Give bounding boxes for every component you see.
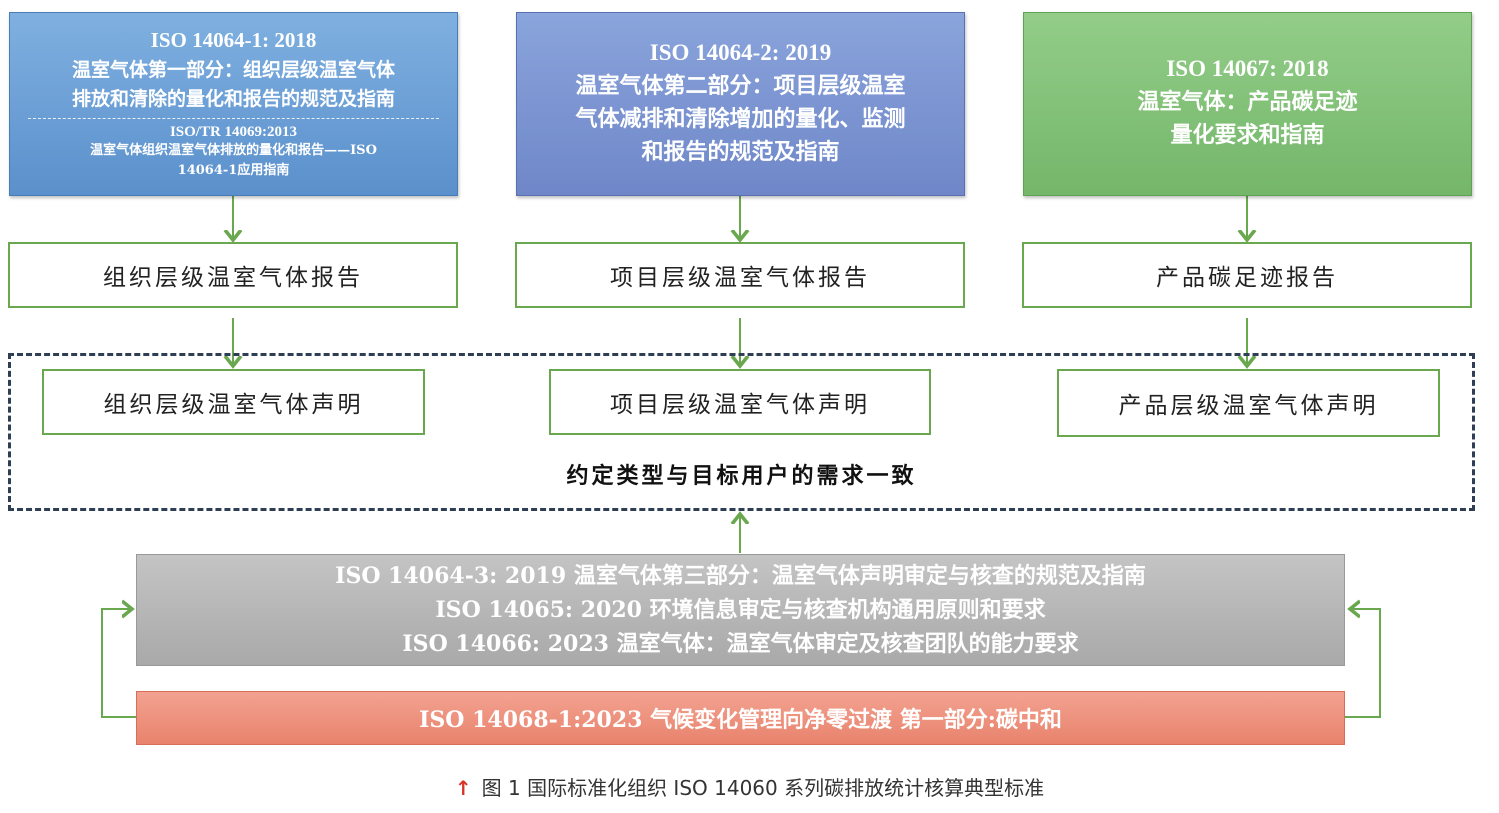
statement-label: 项目层级温室气体声明 xyxy=(610,392,870,418)
report-label: 产品碳足迹报告 xyxy=(1156,265,1338,291)
standard-title-line: 气体减排和清除增加的量化、监测 xyxy=(575,105,906,132)
consensus-label: 约定类型与目标用户的需求一致 xyxy=(566,463,917,489)
verification-line: ISO 14066: 2023 温室气体：温室气体审定及核查团队的能力要求 xyxy=(402,631,1079,657)
statement-box-organization: 组织层级温室气体声明 xyxy=(42,369,425,435)
standard-code: ISO 14064-1: 2018 xyxy=(150,27,317,52)
statement-label: 组织层级温室气体声明 xyxy=(103,392,364,418)
standard-box-iso-14064-1: ISO 14064-1: 2018 温室气体第一部分：组织层级温室气体 排放和清… xyxy=(9,12,458,196)
verification-line: ISO 14065: 2020 环境信息审定与核查机构通用原则和要求 xyxy=(435,597,1046,623)
standard-box-iso-14064-2: ISO 14064-2: 2019 温室气体第二部分：项目层级温室 气体减排和清… xyxy=(516,12,965,196)
sub-standard-code: ISO/TR 14069:2013 xyxy=(169,123,298,140)
divider xyxy=(27,117,440,119)
standard-title-line: 排放和清除的量化和报告的规范及指南 xyxy=(71,87,395,110)
report-box-product: 产品碳足迹报告 xyxy=(1022,242,1472,308)
standard-box-iso-14067: ISO 14067: 2018 温室气体：产品碳足迹 量化要求和指南 xyxy=(1023,12,1472,196)
standard-code: ISO 14067: 2018 xyxy=(1166,56,1329,81)
consensus-region xyxy=(8,353,1475,511)
standard-code: ISO 14064-2: 2019 xyxy=(649,39,832,65)
standard-title-line: 和报告的规范及指南 xyxy=(641,138,840,165)
sub-standard-line: 14064-1应用指南 xyxy=(177,162,290,178)
figure-caption: ↑ 图 1 国际标准化组织 ISO 14060 系列碳排放统计核算典型标准 xyxy=(0,772,1499,801)
report-box-organization: 组织层级温室气体报告 xyxy=(8,242,458,308)
net-zero-standard-box: ISO 14068-1:2023 气候变化管理向净零过渡 第一部分:碳中和 xyxy=(136,691,1345,745)
net-zero-label: ISO 14068-1:2023 气候变化管理向净零过渡 第一部分:碳中和 xyxy=(419,707,1062,733)
report-label: 组织层级温室气体报告 xyxy=(103,265,363,291)
standard-title-line: 温室气体第一部分：组织层级温室气体 xyxy=(71,58,395,81)
report-label: 项目层级温室气体报告 xyxy=(610,265,870,291)
standard-title-line: 量化要求和指南 xyxy=(1170,122,1325,148)
verification-standards-box: ISO 14064-3: 2019 温室气体第三部分：温室气体声明审定与核查的规… xyxy=(136,554,1345,666)
arrow-loop-right xyxy=(1345,609,1381,718)
statement-label: 产品层级温室气体声明 xyxy=(1118,393,1379,419)
sub-standard-line: 温室气体组织温室气体排放的量化和报告——ISO xyxy=(90,142,377,158)
standard-title-line: 温室气体第二部分：项目层级温室 xyxy=(575,72,906,99)
report-box-project: 项目层级温室气体报告 xyxy=(515,242,965,308)
arrow-loop-left xyxy=(101,609,136,718)
standard-title-line: 温室气体：产品碳足迹 xyxy=(1137,89,1358,115)
verification-line: ISO 14064-3: 2019 温室气体第三部分：温室气体声明审定与核查的规… xyxy=(335,563,1146,589)
statement-box-product: 产品层级温室气体声明 xyxy=(1057,369,1440,437)
statement-box-project: 项目层级温室气体声明 xyxy=(549,369,931,435)
caption-text: 图 1 国际标准化组织 ISO 14060 系列碳排放统计核算典型标准 xyxy=(481,776,1045,800)
up-arrow-icon: ↑ xyxy=(454,776,472,800)
